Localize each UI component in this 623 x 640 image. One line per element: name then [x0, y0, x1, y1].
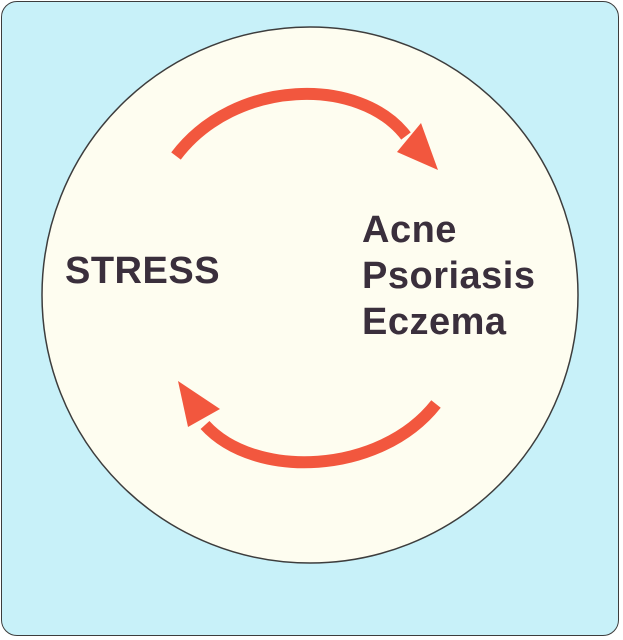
arrow-conditions-to-stress-shaft	[200, 400, 441, 469]
condition-acne: Acne	[362, 209, 457, 251]
arrow-conditions-to-stress	[178, 381, 441, 469]
arrow-stress-to-conditions-head	[397, 123, 438, 170]
cycle-circle	[41, 26, 579, 564]
arrow-stress-to-conditions	[171, 87, 438, 170]
condition-psoriasis: Psoriasis	[362, 255, 536, 297]
arrow-stress-to-conditions-shaft	[171, 87, 411, 160]
skin-conditions-list: Acne Psoriasis Eczema	[362, 207, 536, 345]
condition-eczema: Eczema	[362, 301, 507, 343]
arrow-conditions-to-stress-head	[178, 381, 220, 427]
stress-label: STRESS	[65, 250, 221, 292]
